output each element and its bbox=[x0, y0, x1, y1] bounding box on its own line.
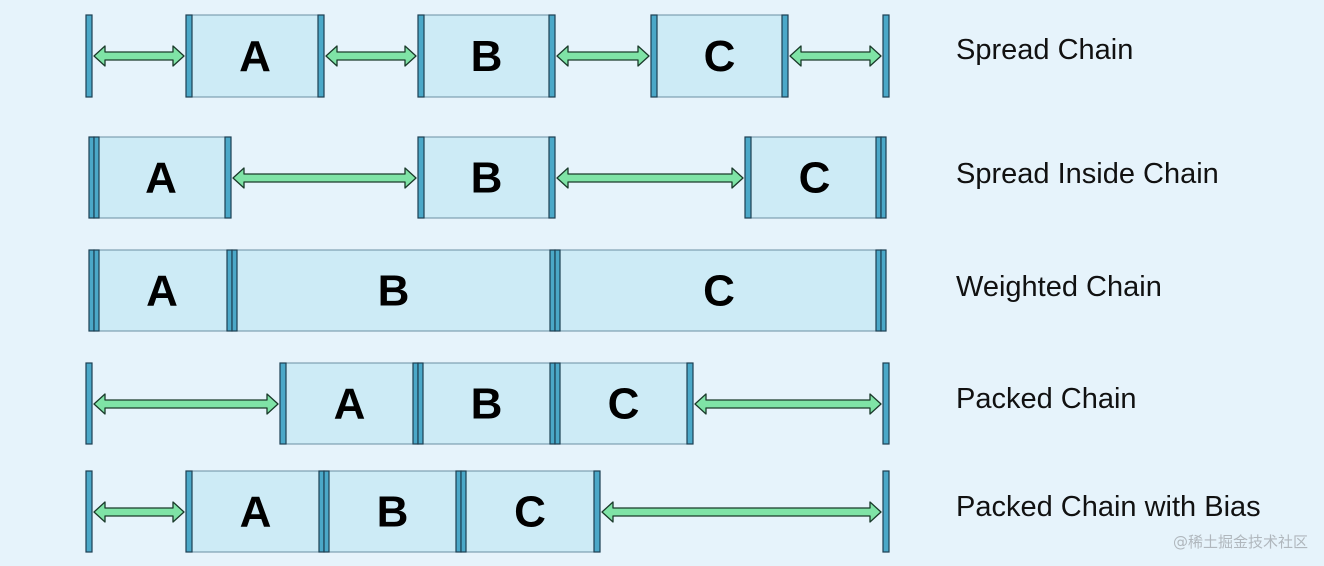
spacing-arrow bbox=[93, 45, 185, 67]
chain-box-a bbox=[188, 14, 322, 98]
box-join-bar bbox=[549, 362, 556, 445]
chain-edge-left-bar bbox=[85, 362, 93, 445]
chain-box-label: C bbox=[704, 32, 736, 81]
chain-edge-right-bar bbox=[880, 249, 887, 332]
chain-box-label: A bbox=[240, 488, 272, 537]
chain-box-a bbox=[93, 136, 229, 219]
chain-edge-left-bar bbox=[88, 136, 95, 219]
box-edge-bar bbox=[279, 362, 287, 445]
box-edge-bar bbox=[317, 14, 325, 98]
chain-box-label: B bbox=[378, 267, 410, 316]
spacing-arrow bbox=[556, 167, 744, 189]
label-packed-chain-with-bias: Packed Chain with Bias bbox=[956, 491, 1261, 523]
chain-box-label: C bbox=[608, 380, 640, 429]
chain-box-a bbox=[282, 362, 417, 445]
chain-edge-left-bar bbox=[88, 249, 95, 332]
box-edge-bar bbox=[417, 14, 425, 98]
box-join-bar bbox=[554, 249, 561, 332]
box-join-bar bbox=[417, 362, 424, 445]
label-spread-inside-chain: Spread Inside Chain bbox=[956, 158, 1219, 190]
chain-box-label: A bbox=[145, 154, 177, 203]
spacing-arrow bbox=[601, 501, 882, 523]
chain-edge-right-bar bbox=[882, 470, 890, 553]
box-join-bar bbox=[455, 470, 462, 553]
chain-box-label: C bbox=[703, 267, 735, 316]
box-edge-bar bbox=[744, 136, 752, 219]
spacing-arrow bbox=[325, 45, 417, 67]
box-edge-bar bbox=[548, 136, 556, 219]
chain-box-label: B bbox=[471, 154, 503, 203]
chain-edge-left-bar bbox=[85, 14, 93, 98]
box-join-bar bbox=[460, 470, 467, 553]
box-edge-bar bbox=[224, 136, 232, 219]
chain-box-c bbox=[556, 249, 882, 332]
box-edge-bar bbox=[548, 14, 556, 98]
chain-box-c bbox=[653, 14, 786, 98]
spacing-arrow bbox=[232, 167, 417, 189]
box-edge-bar bbox=[781, 14, 789, 98]
chain-edge-left-bar bbox=[85, 470, 93, 553]
chain-box-c bbox=[462, 470, 598, 553]
chain-edge-right-bar bbox=[875, 249, 882, 332]
spacing-arrow bbox=[694, 393, 882, 415]
chain-box-label: B bbox=[471, 380, 503, 429]
box-edge-bar bbox=[650, 14, 658, 98]
box-edge-bar bbox=[185, 14, 193, 98]
chain-box-b bbox=[233, 249, 554, 332]
box-join-bar bbox=[412, 362, 419, 445]
box-join-bar bbox=[323, 470, 330, 553]
chain-edge-left-bar bbox=[93, 249, 100, 332]
chain-box-label: C bbox=[799, 154, 831, 203]
row-packed-chain: A B C bbox=[85, 362, 890, 445]
chain-box-label: A bbox=[239, 32, 271, 81]
box-edge-bar bbox=[686, 362, 694, 445]
chain-box-label: A bbox=[334, 380, 366, 429]
row-packed-chain-with-bias: A B C bbox=[85, 470, 890, 553]
chain-edge-right-bar bbox=[875, 136, 882, 219]
chain-edge-right-bar bbox=[882, 362, 890, 445]
box-join-bar bbox=[549, 249, 556, 332]
label-weighted-chain: Weighted Chain bbox=[956, 271, 1162, 303]
chain-box-label: A bbox=[146, 267, 178, 316]
row-weighted-chain: A B C bbox=[88, 249, 887, 332]
chain-box-label: C bbox=[514, 488, 546, 537]
chain-edge-left-bar bbox=[93, 136, 100, 219]
spacing-arrow bbox=[93, 501, 185, 523]
chain-box-c bbox=[556, 362, 691, 445]
label-spread-chain: Spread Chain bbox=[956, 34, 1134, 66]
chain-box-b bbox=[325, 470, 460, 553]
box-join-bar bbox=[231, 249, 238, 332]
chain-box-b bbox=[420, 136, 553, 219]
watermark-text: @稀土掘金技术社区 bbox=[1172, 533, 1308, 551]
chain-box-label: B bbox=[377, 488, 409, 537]
chain-box-c bbox=[747, 136, 882, 219]
box-join-bar bbox=[318, 470, 325, 553]
spacing-arrow bbox=[789, 45, 882, 67]
chain-box-label: B bbox=[471, 32, 503, 81]
spacing-arrow bbox=[556, 45, 650, 67]
box-join-bar bbox=[554, 362, 561, 445]
box-edge-bar bbox=[417, 136, 425, 219]
chain-edge-right-bar bbox=[882, 14, 890, 98]
chain-box-a bbox=[93, 249, 231, 332]
box-edge-bar bbox=[593, 470, 601, 553]
row-spread-inside-chain: A B C bbox=[88, 136, 887, 219]
box-join-bar bbox=[226, 249, 233, 332]
label-packed-chain: Packed Chain bbox=[956, 383, 1137, 415]
spacing-arrow bbox=[93, 393, 279, 415]
row-spread-chain: A B C bbox=[85, 14, 890, 98]
box-edge-bar bbox=[185, 470, 193, 553]
chain-box-b bbox=[419, 362, 554, 445]
chain-edge-right-bar bbox=[880, 136, 887, 219]
